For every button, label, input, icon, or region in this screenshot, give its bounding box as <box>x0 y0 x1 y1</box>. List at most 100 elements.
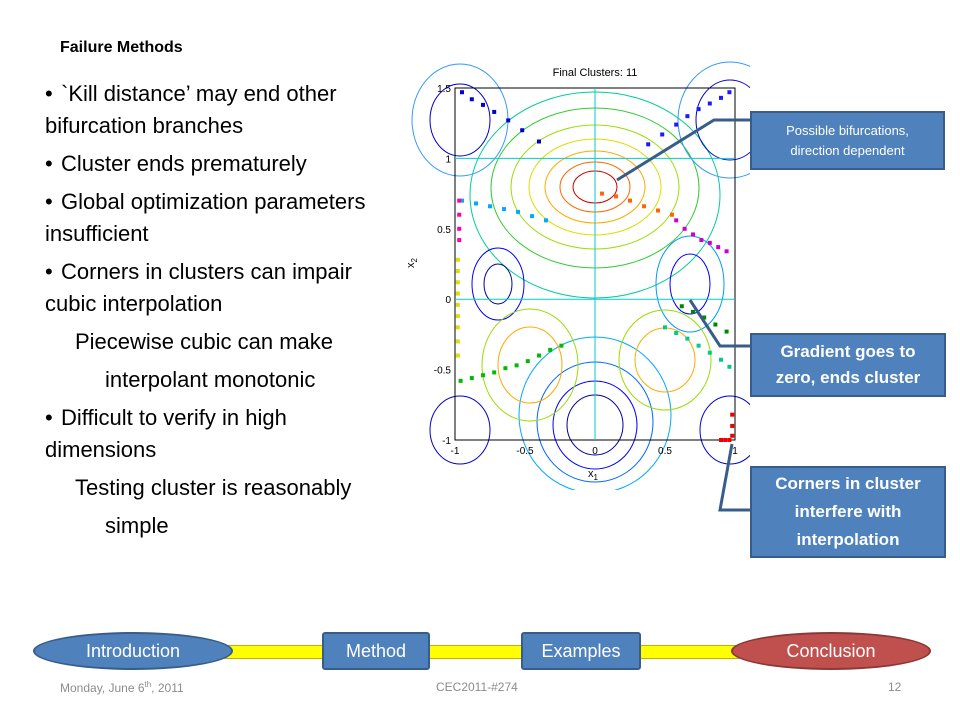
cluster-point <box>719 357 723 362</box>
cluster-point <box>730 433 735 438</box>
y-tick-label: -1 <box>442 436 451 447</box>
cluster-point <box>723 438 728 442</box>
cluster-point <box>455 314 460 319</box>
cluster-point <box>457 238 462 243</box>
nav-track <box>93 645 873 659</box>
cluster-point <box>727 364 732 369</box>
cluster-point <box>537 139 541 144</box>
slide-title: Failure Methods <box>60 39 183 56</box>
cluster-point <box>691 232 695 237</box>
cluster-point <box>492 109 497 114</box>
cluster-point <box>492 370 497 375</box>
bullet-item: •Cluster ends prematurely <box>45 148 390 180</box>
cluster-point <box>628 198 632 203</box>
cluster-point <box>537 353 541 358</box>
footer-code: CEC2011-#274 <box>436 680 518 694</box>
sub-item: Piecewise cubic can make <box>75 329 334 354</box>
bullet-dot: • <box>45 81 53 106</box>
cluster-point <box>685 336 690 341</box>
corners-callout: Corners in cluster interfere with interp… <box>750 466 946 558</box>
plot-points <box>455 90 735 442</box>
cluster-point <box>481 373 485 378</box>
cluster-point <box>724 249 729 254</box>
y-axis-label: x2 <box>405 257 419 268</box>
cluster-point <box>656 208 660 213</box>
bullet-item: •Global optimization parameters insuffic… <box>45 186 390 250</box>
nav-examples[interactable]: Examples <box>521 632 641 670</box>
cluster-point <box>719 438 723 442</box>
chart-title: Final Clusters: 11 <box>553 67 638 79</box>
cluster-point <box>727 438 732 442</box>
cluster-point <box>707 240 712 245</box>
cluster-point <box>674 122 679 127</box>
bullet-dot: • <box>45 189 53 214</box>
bifurcation-callout: Possible bifurcations, direction depende… <box>750 111 945 170</box>
section-navbar: Introduction Method Examples Conclusion <box>33 628 933 674</box>
cluster-point <box>679 304 684 309</box>
cluster-point <box>713 322 718 327</box>
nav-method[interactable]: Method <box>322 632 430 670</box>
cluster-point <box>455 339 460 344</box>
cluster-point <box>469 376 474 381</box>
nav-introduction[interactable]: Introduction <box>33 632 233 670</box>
cluster-point <box>457 212 462 217</box>
cluster-point <box>674 330 679 335</box>
cluster-point <box>707 350 712 355</box>
cluster-point <box>724 329 729 334</box>
cluster-point <box>707 101 712 106</box>
x-tick-label: 0.5 <box>658 446 672 457</box>
corners-leader <box>718 443 750 512</box>
cluster-point <box>646 142 651 147</box>
cluster-point <box>727 90 732 95</box>
bullet-dot: • <box>45 151 53 176</box>
y-tick-label: 1.5 <box>437 84 451 95</box>
x-axis-label: x1 <box>588 468 599 482</box>
bullet-item: •`Kill distance’ may end other bifurcati… <box>45 78 390 142</box>
cluster-point <box>457 198 462 203</box>
cluster-point <box>682 226 687 231</box>
cluster-point <box>516 209 520 214</box>
cluster-point <box>458 378 463 383</box>
cluster-point <box>455 257 460 262</box>
cluster-point <box>530 214 534 219</box>
sub-item: simple <box>105 513 169 538</box>
cluster-point <box>455 353 460 358</box>
cluster-point <box>457 226 462 231</box>
sub-item: interpolant monotonic <box>105 367 316 392</box>
cluster-point <box>674 218 679 223</box>
cluster-point <box>716 245 721 250</box>
bullet-dot: • <box>45 405 53 430</box>
bullet-item: •Corners in clusters can impair cubic in… <box>45 256 390 320</box>
cluster-point <box>663 325 667 330</box>
footer-date: Monday, June 6th, 2011 <box>60 680 184 695</box>
x-tick-label: 1 <box>732 446 738 457</box>
cluster-point <box>730 423 735 428</box>
callout-leaders <box>616 118 750 512</box>
bifurcation-leader <box>616 118 750 182</box>
cluster-point <box>670 212 674 217</box>
footer-page-number: 12 <box>888 680 902 694</box>
cluster-point <box>514 363 519 368</box>
cluster-point <box>469 97 474 102</box>
cluster-point <box>544 218 548 223</box>
cluster-point <box>614 194 618 199</box>
cluster-point <box>455 269 460 274</box>
cluster-point <box>506 118 511 123</box>
cluster-point <box>525 359 530 364</box>
cluster-point <box>503 366 508 371</box>
sub-item: Testing cluster is reasonably <box>75 475 352 500</box>
cluster-point <box>548 347 553 352</box>
y-tick-label: 0.5 <box>437 225 451 236</box>
cluster-point <box>502 207 506 212</box>
cluster-point <box>696 107 701 112</box>
cluster-point <box>460 198 464 203</box>
y-tick-label: 0 <box>445 295 451 306</box>
gradient-callout: Gradient goes to zero, ends cluster <box>750 333 946 397</box>
nav-conclusion[interactable]: Conclusion <box>731 632 931 670</box>
cluster-point <box>481 102 485 107</box>
cluster-point <box>730 412 735 417</box>
plot-grid <box>454 87 736 441</box>
cluster-point <box>455 280 460 285</box>
